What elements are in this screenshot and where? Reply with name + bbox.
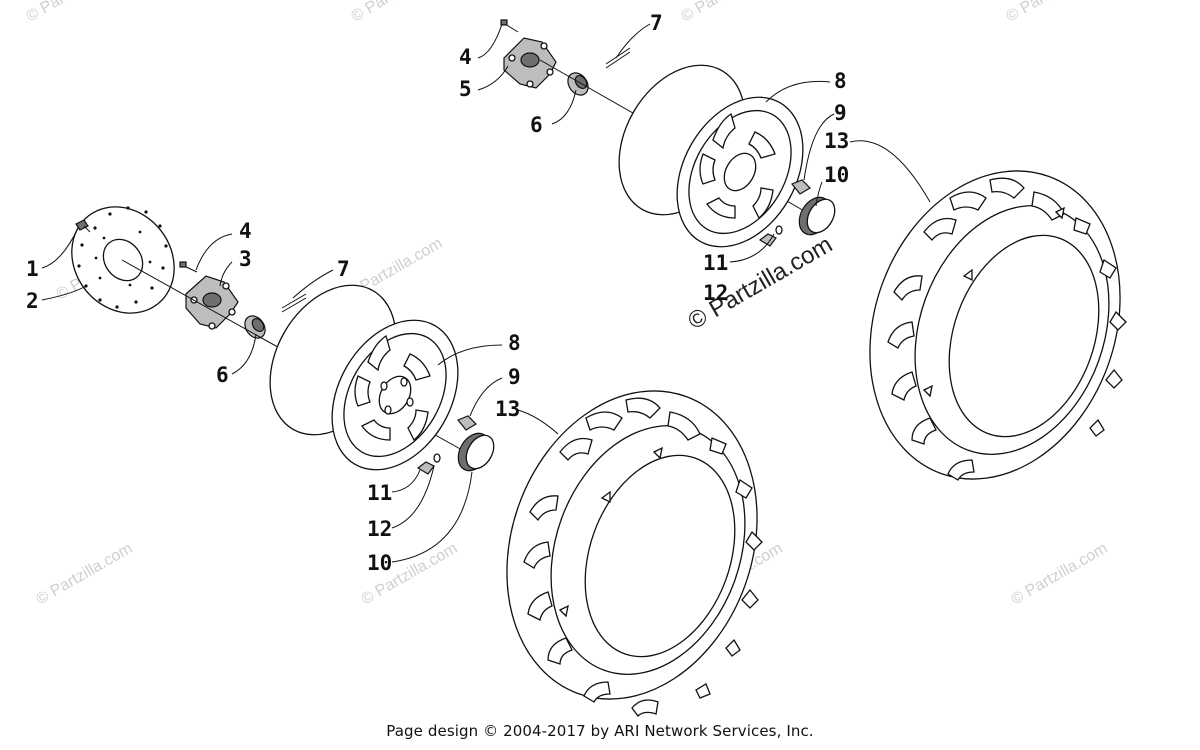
callout-label: 8 [834, 69, 847, 93]
watermark: © Partzilla.com [1009, 540, 1111, 609]
center-cap [457, 432, 495, 472]
hub [503, 37, 557, 89]
disc-bolt [75, 219, 91, 233]
leader-lines [41, 227, 559, 563]
callout-label: 12 [367, 517, 392, 541]
callout-label: 11 [367, 481, 392, 505]
watermark: © Partzilla.com [679, 0, 781, 25]
lug-nut [791, 179, 811, 195]
tire [869, 170, 1127, 481]
callout-label: 4 [239, 219, 252, 243]
watermark: © Partzilla.com [1004, 0, 1106, 25]
hub-stud [500, 19, 519, 33]
callout-label: 7 [337, 257, 350, 281]
callout-label: 2 [26, 289, 39, 313]
callout-label: 4 [459, 45, 472, 69]
watermark: © Partzilla.com [349, 0, 451, 25]
callout-label: 9 [508, 365, 521, 389]
watermark: © Partzilla.com [24, 0, 126, 25]
cotter-pin [605, 47, 631, 69]
callout-label: 10 [824, 163, 849, 187]
callout-label: 13 [495, 397, 520, 421]
callout-label: 9 [834, 101, 847, 125]
callout-labels: 1 2 4 3 7 6 8 9 13 11 12 10 4 5 7 6 8 9 … [26, 11, 849, 575]
wheel-rim [269, 284, 459, 471]
wheel-rim [618, 64, 804, 248]
callout-label: 13 [824, 129, 849, 153]
callout-label: 6 [216, 363, 229, 387]
callout-label: 6 [530, 113, 543, 137]
callout-label: 8 [508, 331, 521, 355]
leader-lines [477, 23, 931, 263]
lug-nut [457, 415, 477, 431]
callout-label: 11 [703, 251, 728, 275]
callout-label: 12 [703, 281, 728, 305]
hub-stud [179, 261, 198, 273]
copyright-footer: Page design © 2004-2017 by ARI Network S… [386, 722, 814, 740]
callout-label: 10 [367, 551, 392, 575]
tire [506, 390, 763, 717]
callout-label: 3 [239, 247, 252, 271]
axle-nut [244, 315, 266, 339]
callout-label: 7 [650, 11, 663, 35]
hub [185, 275, 239, 330]
callout-label: 5 [459, 77, 472, 101]
watermark: © Partzilla.com [34, 540, 136, 609]
valve-stem [416, 453, 441, 475]
center-cap [798, 196, 836, 236]
axle-nut [567, 72, 589, 96]
callout-label: 1 [26, 257, 39, 281]
cotter-pin [281, 293, 307, 313]
